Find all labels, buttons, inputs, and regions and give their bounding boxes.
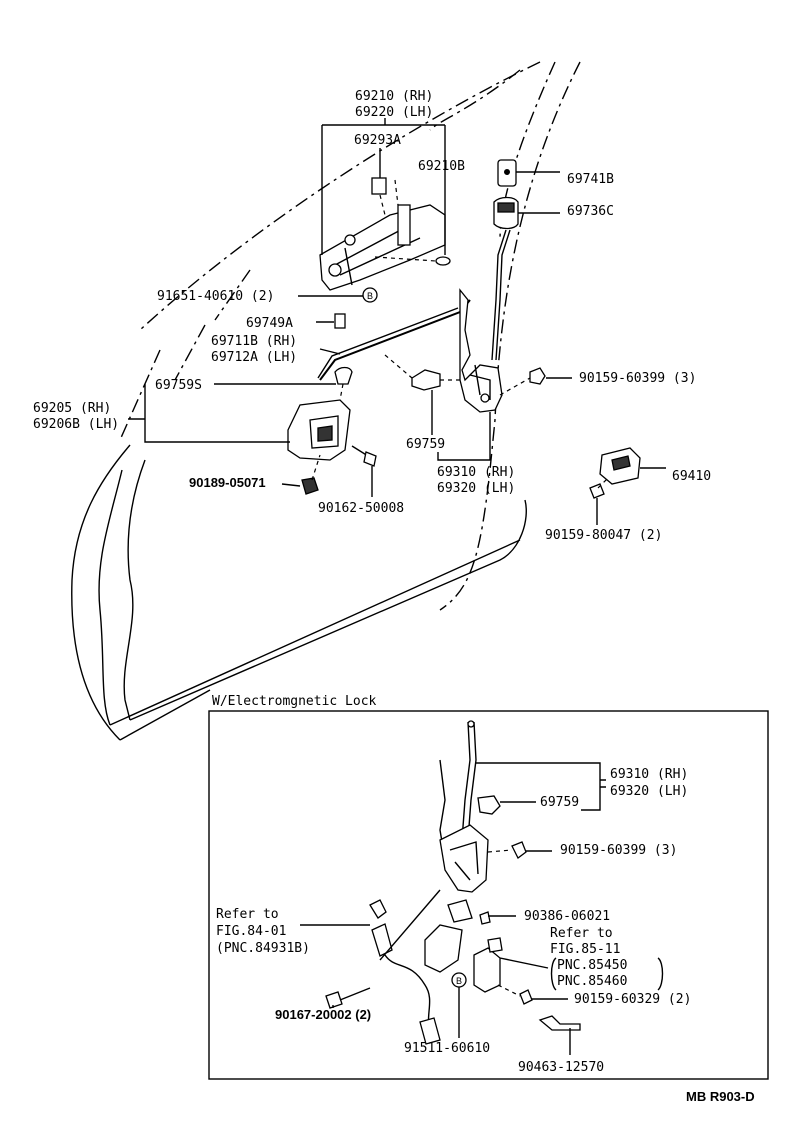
footer-code: MB R903-D xyxy=(686,1089,755,1104)
label-69293A: 69293A xyxy=(354,133,401,148)
screw-90162 xyxy=(351,445,377,467)
label-69759S: 69759S xyxy=(155,378,202,393)
inset-lock-assembly: B xyxy=(325,720,581,1045)
inset-refer2-l4: PNC.85460 xyxy=(557,974,627,989)
label-90189: 90189-05071 xyxy=(189,475,266,490)
inset-frame xyxy=(208,710,769,1080)
label-69320: 69320 (LH) xyxy=(437,481,515,496)
inset-marker-b: B xyxy=(456,976,462,986)
marker-b: B xyxy=(367,291,373,301)
inset-label-69310: 69310 (RH) xyxy=(610,767,688,782)
striker-69410 xyxy=(589,447,641,499)
label-91651: 91651-40610 (2) xyxy=(157,289,274,304)
inset-panel: W/Electromgnetic Lock xyxy=(208,694,769,1080)
inset-label-90463: 90463-12570 xyxy=(518,1060,604,1075)
label-69759: 69759 xyxy=(406,437,445,452)
label-69210B: 69210B xyxy=(418,159,465,174)
inset-refer2-l1: Refer to xyxy=(550,926,613,941)
label-90162: 90162-50008 xyxy=(318,501,404,516)
label-69210: 69210 (RH) xyxy=(355,89,433,104)
inset-label-90159-60329: 90159-60329 (2) xyxy=(574,992,691,1007)
label-90159-80047: 90159-80047 (2) xyxy=(545,528,662,543)
outside-handle-assembly: B xyxy=(319,177,451,303)
bolt-90159-60399 xyxy=(499,367,546,396)
inset-refer2-l3: PNC.85450 xyxy=(557,958,627,973)
label-69741B: 69741B xyxy=(567,172,614,187)
label-69206B: 69206B (LH) xyxy=(33,417,119,432)
clip-90189 xyxy=(301,454,321,495)
label-69220: 69220 (LH) xyxy=(355,105,433,120)
leader-69210 xyxy=(321,118,446,255)
inset-label-69320: 69320 (LH) xyxy=(610,784,688,799)
lock-cylinder xyxy=(491,159,519,361)
inset-label-90386: 90386-06021 xyxy=(524,909,610,924)
inset-label-90167: 90167-20002 (2) xyxy=(275,1007,371,1022)
label-69410: 69410 xyxy=(672,469,711,484)
inset-refer2-l2: FIG.85-11 xyxy=(550,942,620,957)
label-69711B: 69711B (RH) xyxy=(211,334,297,349)
label-69310: 69310 (RH) xyxy=(437,465,515,480)
inset-title: W/Electromgnetic Lock xyxy=(212,694,377,709)
label-69749A: 69749A xyxy=(246,316,293,331)
inset-refer1-l3: (PNC.84931B) xyxy=(216,941,310,956)
inside-handle xyxy=(287,366,353,461)
label-69712A: 69712A (LH) xyxy=(211,350,297,365)
label-69205: 69205 (RH) xyxy=(33,401,111,416)
inset-refer1-l1: Refer to xyxy=(216,907,279,922)
label-69736C: 69736C xyxy=(567,204,614,219)
door-lock-assembly xyxy=(384,288,503,413)
inset-label-69759: 69759 xyxy=(540,795,579,810)
inset-label-90159-60399: 90159-60399 (3) xyxy=(560,843,677,858)
inset-refer1-l2: FIG.84-01 xyxy=(216,924,286,939)
label-90159-60399: 90159-60399 (3) xyxy=(579,371,696,386)
inset-label-91511: 91511-60610 xyxy=(404,1041,490,1056)
